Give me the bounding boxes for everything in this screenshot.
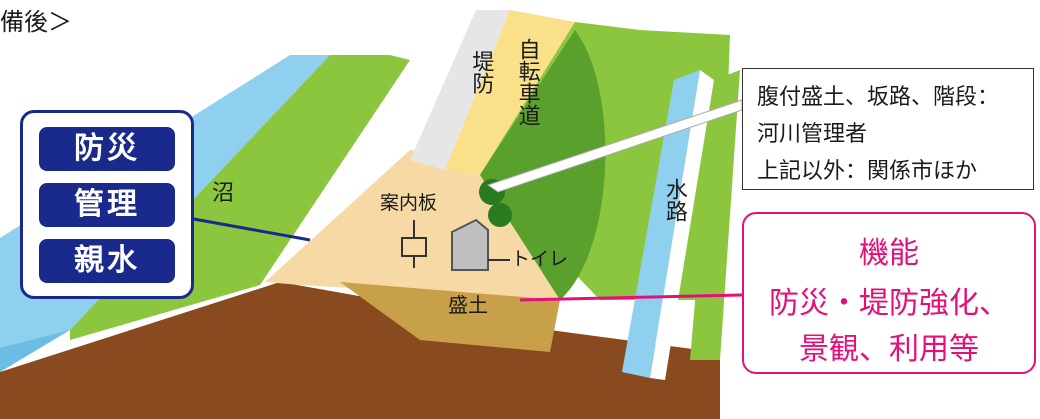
purpose-waterside: 親水 <box>39 239 175 283</box>
bike-path <box>445 10 575 175</box>
bike-path-label-text: 自転車道 <box>514 38 540 126</box>
function-box: 機能 防災・堤防強化、 景観、利用等 <box>742 212 1036 374</box>
marsh-water-front <box>0 330 70 372</box>
inner-grass-slope <box>480 30 606 300</box>
function-callout <box>519 293 743 302</box>
purpose-management: 管理 <box>39 183 175 227</box>
function-title: 機能 <box>859 236 919 271</box>
owner-line-2: 河川管理者 <box>757 122 868 147</box>
ground-soil <box>0 282 720 419</box>
levee-path <box>410 10 510 170</box>
levee-label-text: 堤防 <box>468 50 494 94</box>
owner-box: 腹付盛土、坂路、階段： 河川管理者 上記以外：関係市ほか <box>742 68 1034 190</box>
tree-icon <box>488 203 512 227</box>
marsh-label: 沼 <box>212 181 235 206</box>
purpose-disaster: 防災 <box>39 127 175 171</box>
heading-text: 備後＞ <box>0 8 72 36</box>
waterway <box>622 70 700 378</box>
fill-label: 盛土 <box>448 293 488 317</box>
levee-label: 堤防 <box>456 50 493 112</box>
function-line-2: 景観、利用等 <box>799 332 979 367</box>
waterway-label-text: 水路 <box>661 178 687 222</box>
waterway-label: 水路 <box>658 178 687 232</box>
purpose-callout <box>187 216 311 242</box>
owner-line-1: 腹付盛土、坂路、階段： <box>757 85 1000 110</box>
owner-line-3: 上記以外：関係市ほか <box>757 159 978 184</box>
toilet-label: トイレ <box>511 248 569 270</box>
right-bank <box>690 70 740 360</box>
signboard-label: 案内板 <box>380 192 438 214</box>
toilet-icon <box>451 218 489 271</box>
waterway-edge <box>650 70 714 380</box>
function-line-1: 防災・堤防強化、 <box>769 286 1009 321</box>
bike-path-label: 自転車道 <box>512 38 540 135</box>
purpose-box: 防災 管理 親水 <box>20 110 194 299</box>
fill-soil <box>340 282 560 352</box>
